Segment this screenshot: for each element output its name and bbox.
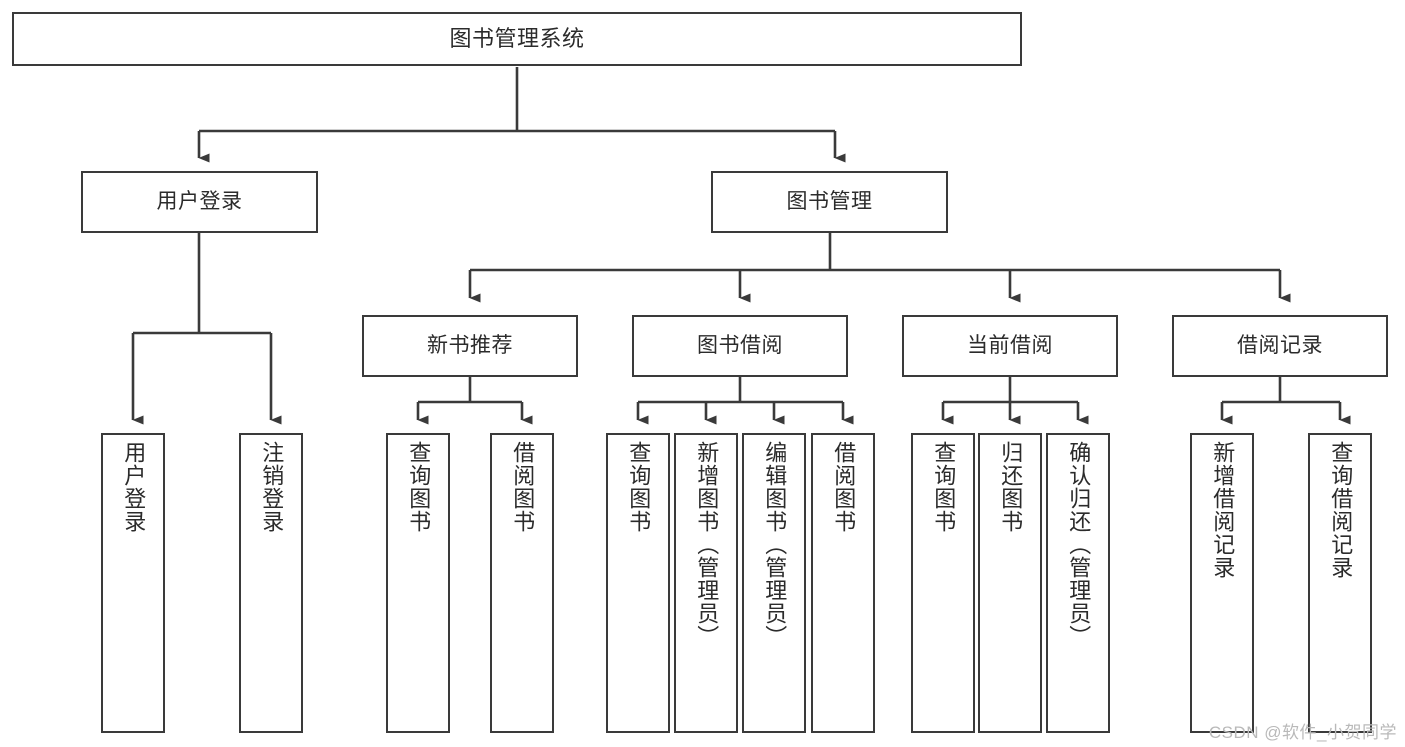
node-label: 图书管理 [786, 189, 873, 213]
node-label: 借阅图书 [510, 441, 536, 533]
node-borrow-record[interactable]: 借阅记录 [1172, 315, 1388, 377]
leaf-node-add-borrow-record[interactable]: 新增借阅记录 [1190, 433, 1254, 733]
leaf-node-query-book-borrow[interactable]: 查询图书 [606, 433, 670, 733]
node-book-management[interactable]: 图书管理 [711, 171, 948, 233]
node-label: 借阅记录 [1237, 333, 1323, 357]
leaf-node-query-borrow-record[interactable]: 查询借阅记录 [1308, 433, 1372, 733]
node-new-book-recommend[interactable]: 新书推荐 [362, 315, 578, 377]
node-label: 新增图书（管理员） [694, 441, 720, 648]
node-label: 当前借阅 [967, 333, 1053, 357]
leaf-node-borrow-book-recommend[interactable]: 借阅图书 [490, 433, 554, 733]
node-label: 图书管理系统 [449, 26, 585, 52]
node-label: 新增借阅记录 [1210, 441, 1236, 579]
leaf-node-confirm-return-admin[interactable]: 确认归还（管理员） [1046, 433, 1110, 733]
node-label: 查询借阅记录 [1328, 441, 1354, 579]
leaf-node-logout-login[interactable]: 注销登录 [239, 433, 303, 733]
node-current-borrow[interactable]: 当前借阅 [902, 315, 1118, 377]
node-label: 注销登录 [259, 441, 285, 533]
node-label: 用户登录 [121, 441, 147, 533]
leaf-node-return-book[interactable]: 归还图书 [978, 433, 1042, 733]
leaf-node-edit-book-admin[interactable]: 编辑图书（管理员） [742, 433, 806, 733]
node-label: 查询图书 [931, 441, 957, 533]
node-label: 确认归还（管理员） [1066, 441, 1092, 648]
watermark-text: CSDN @软件_小贺同学 [1208, 723, 1397, 742]
node-root-book-management-system[interactable]: 图书管理系统 [12, 12, 1022, 66]
node-label: 用户登录 [156, 189, 243, 213]
node-book-borrow[interactable]: 图书借阅 [632, 315, 848, 377]
node-user-login[interactable]: 用户登录 [81, 171, 318, 233]
leaf-node-borrow-book[interactable]: 借阅图书 [811, 433, 875, 733]
node-label: 新书推荐 [427, 333, 513, 357]
leaf-node-query-book-current[interactable]: 查询图书 [911, 433, 975, 733]
node-label: 借阅图书 [831, 441, 857, 533]
node-label: 图书借阅 [697, 333, 783, 357]
node-label: 编辑图书（管理员） [762, 441, 788, 648]
leaf-node-add-book-admin[interactable]: 新增图书（管理员） [674, 433, 738, 733]
node-label: 归还图书 [998, 441, 1024, 533]
node-label: 查询图书 [626, 441, 652, 533]
leaf-node-user-login[interactable]: 用户登录 [101, 433, 165, 733]
leaf-node-query-book-recommend[interactable]: 查询图书 [386, 433, 450, 733]
node-label: 查询图书 [406, 441, 432, 533]
